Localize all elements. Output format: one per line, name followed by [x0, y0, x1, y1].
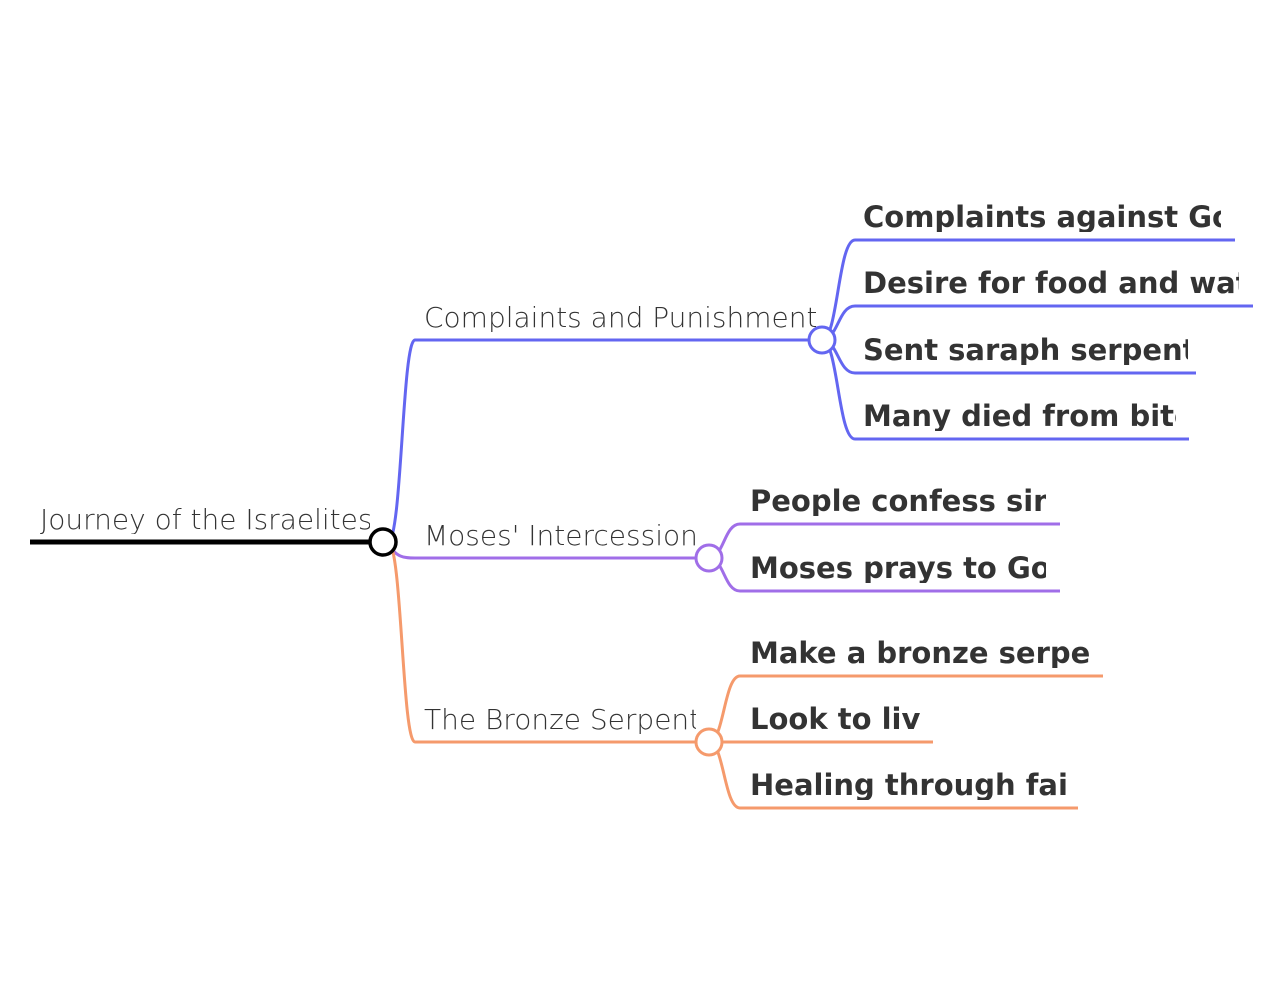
- leaf-topic-3-1[interactable]: Make a bronze serpent: [750, 639, 1090, 668]
- root-collapse-circle[interactable]: [368, 527, 398, 557]
- leaf-topic-1-2[interactable]: Desire for food and water: [863, 269, 1239, 298]
- branch-topic-3[interactable]: The Bronze Serpent: [424, 706, 696, 734]
- branch-topic-1[interactable]: Complaints and Punishment: [424, 304, 816, 332]
- branch-connector-1: [386, 338, 417, 544]
- leaf-topic-1-4[interactable]: Many died from bites: [863, 402, 1176, 431]
- branch-connector-3: [386, 540, 417, 744]
- branch-collapse-circle-2[interactable]: [694, 543, 724, 573]
- branch-collapse-circle-3[interactable]: [694, 727, 724, 757]
- leaf-topic-2-1[interactable]: People confess sins: [750, 487, 1046, 516]
- leaf-connector-2-1: [708, 522, 1060, 560]
- leaf-topic-2-2[interactable]: Moses prays to God: [750, 554, 1046, 583]
- leaf-topic-1-1[interactable]: Complaints against God: [863, 203, 1221, 232]
- branch-collapse-circle-1[interactable]: [807, 325, 837, 355]
- leaf-topic-3-2[interactable]: Look to live: [750, 705, 920, 734]
- leaf-topic-3-3[interactable]: Healing through faith: [750, 771, 1066, 800]
- root-topic[interactable]: Journey of the Israelites: [40, 506, 370, 534]
- leaf-topic-1-3[interactable]: Sent saraph serpents: [863, 336, 1188, 365]
- branch-topic-2[interactable]: Moses' Intercession: [424, 522, 696, 550]
- leaf-connector-1-2: [821, 304, 1253, 342]
